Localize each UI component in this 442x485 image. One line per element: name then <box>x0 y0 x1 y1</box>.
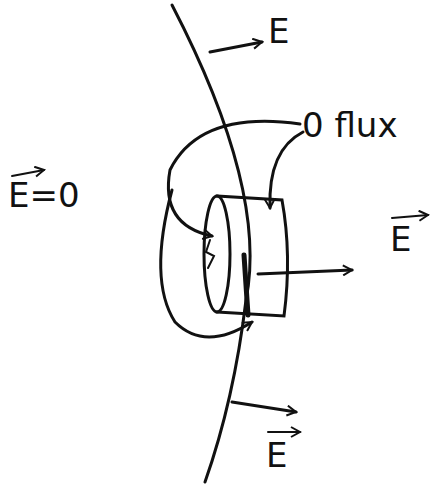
surface-curve <box>172 5 250 482</box>
field-arrow <box>258 270 352 274</box>
vector-mark <box>392 215 428 218</box>
field-arrow <box>210 42 262 52</box>
field-label: E <box>266 438 287 472</box>
flux-arrow <box>270 132 303 208</box>
flux-arrow <box>161 190 252 337</box>
cylinder-face <box>204 196 230 312</box>
field-label: E=0 <box>8 178 80 212</box>
face-mark <box>206 240 214 268</box>
flux-arrow <box>168 121 300 236</box>
field-arrow <box>232 402 296 412</box>
field-label: E <box>390 222 411 256</box>
vector-mark <box>12 170 44 176</box>
flux-note: 0 flux <box>302 108 398 142</box>
field-label: E <box>268 14 289 48</box>
surface-inside <box>244 255 248 315</box>
vector-mark <box>268 431 300 433</box>
